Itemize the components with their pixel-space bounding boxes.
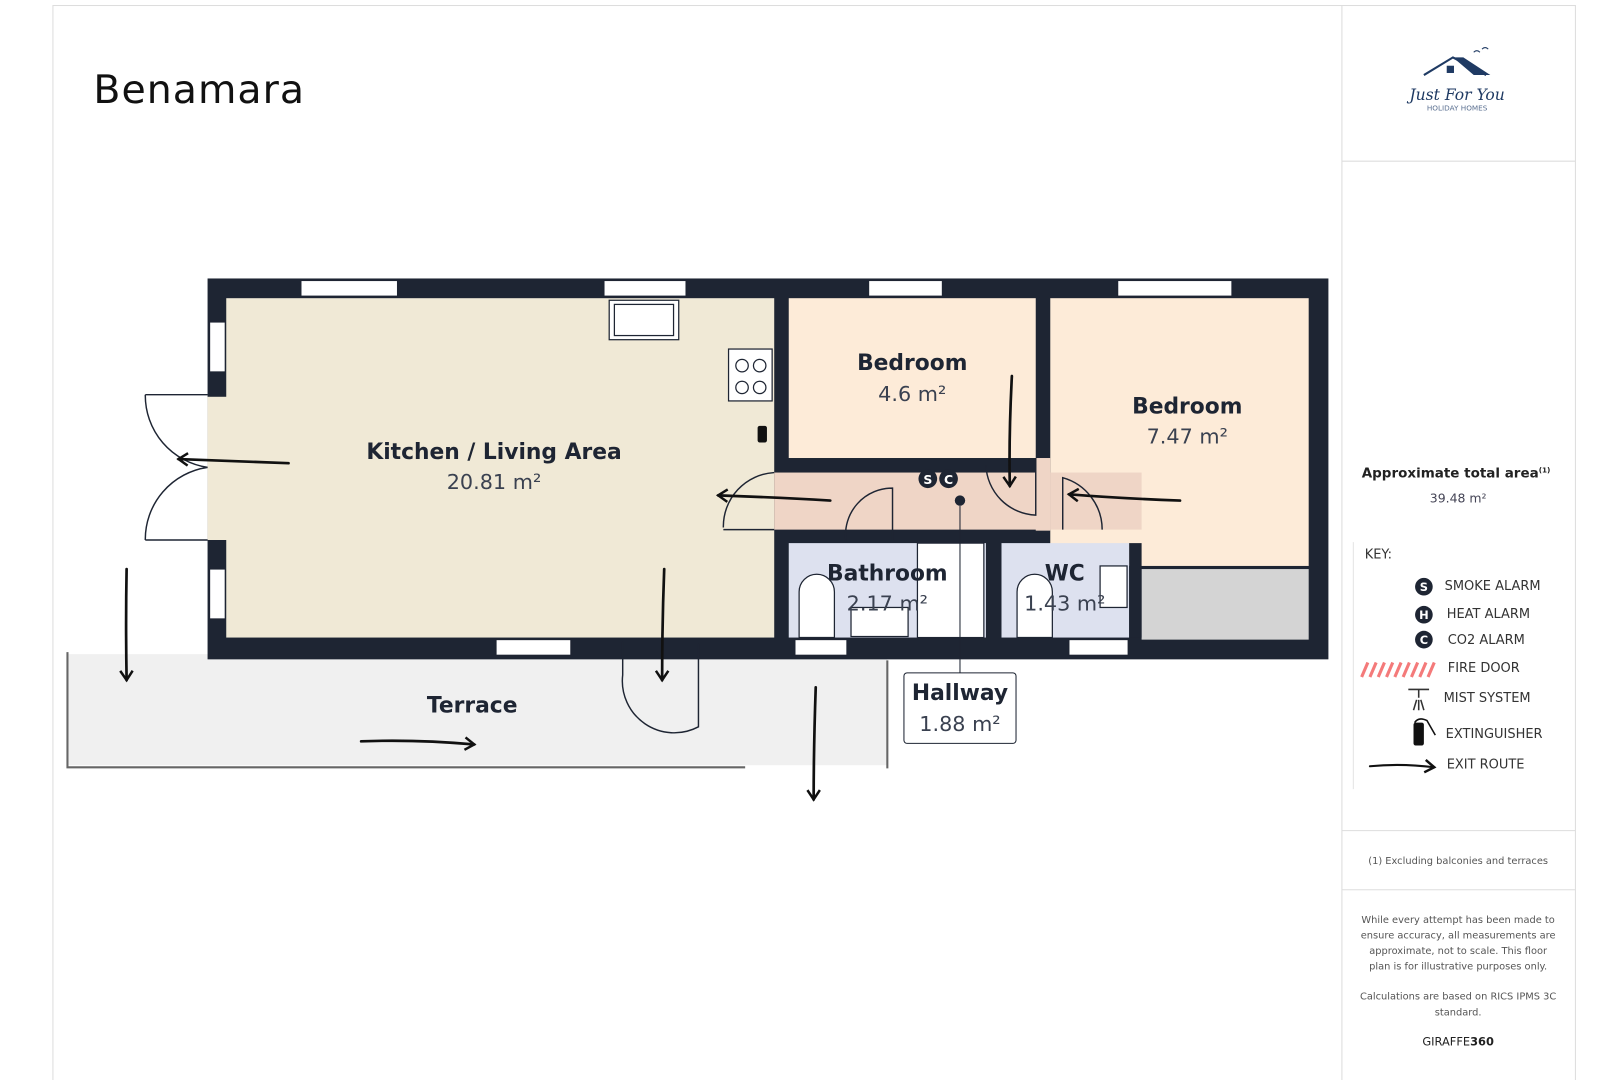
exit-routes [119, 374, 1182, 802]
room-bedroom-1 [788, 298, 1036, 459]
smoke-alarm-icon [918, 469, 938, 489]
svg-text:EXIT ROUTE: EXIT ROUTE [1447, 757, 1525, 772]
windows [209, 280, 1233, 656]
logo: Just For You HOLIDAY HOMES [1406, 47, 1505, 112]
mist-system-icon [1408, 688, 1430, 711]
co2-alarm-icon [939, 469, 958, 489]
extinguisher-icon [1413, 718, 1436, 746]
svg-text:Terrace: Terrace [427, 693, 518, 718]
svg-text:plan is for illustrative purpo: plan is for illustrative purposes only. [1369, 962, 1547, 973]
svg-text:4.6 m²: 4.6 m² [878, 382, 946, 406]
svg-text:Just For You: Just For You [1406, 86, 1504, 104]
svg-text:WC: WC [1045, 561, 1085, 586]
fixtures [608, 299, 1128, 639]
svg-text:FIRE DOOR: FIRE DOOR [1448, 661, 1520, 676]
room-labels: Kitchen / Living Area 20.81 m² Bedroom 4… [366, 351, 1242, 744]
alarms: S C [918, 469, 966, 673]
svg-text:ensure accuracy, all measureme: ensure accuracy, all measurements are [1361, 931, 1556, 942]
svg-text:SMOKE ALARM: SMOKE ALARM [1445, 579, 1541, 594]
svg-text:KEY:: KEY: [1365, 548, 1392, 563]
svg-text:S: S [1420, 580, 1428, 594]
room-kitchen [226, 298, 775, 638]
heat-alarm-icon [1415, 605, 1433, 624]
svg-text:standard.: standard. [1435, 1007, 1482, 1018]
extinguisher-icon [757, 425, 767, 443]
key-legend: KEY: S SMOKE ALARM H HEAT ALARM C CO2 AL… [1352, 542, 1543, 790]
brand-mark: GIRAFFE360 [1422, 1034, 1494, 1048]
svg-text:HEAT ALARM: HEAT ALARM [1447, 607, 1530, 622]
disclaimer: While every attempt has been made to ens… [1360, 915, 1556, 1018]
svg-text:Kitchen / Living Area: Kitchen / Living Area [366, 440, 621, 465]
svg-text:EXTINGUISHER: EXTINGUISHER [1446, 727, 1543, 742]
svg-text:2.17 m²: 2.17 m² [847, 592, 928, 616]
footnote: (1) Excluding balconies and terraces [1368, 856, 1548, 867]
svg-text:HOLIDAY HOMES: HOLIDAY HOMES [1427, 103, 1488, 112]
svg-text:Hallway: Hallway [912, 681, 1008, 706]
svg-text:S: S [923, 472, 932, 487]
co2-alarm-icon [1415, 630, 1433, 649]
svg-text:1.88 m²: 1.88 m² [919, 712, 1000, 736]
total-area-label: Approximate total area(1) [1362, 466, 1551, 482]
room-terrace [66, 652, 889, 769]
svg-text:H: H [1419, 608, 1429, 622]
plan-title: Benamara [93, 67, 305, 113]
smoke-alarm-icon [1415, 577, 1433, 596]
svg-text:Bathroom: Bathroom [827, 561, 948, 586]
fire-door-icon [1360, 661, 1436, 678]
svg-text:MIST SYSTEM: MIST SYSTEM [1444, 691, 1531, 706]
svg-text:approximate, not to scale. Thi: approximate, not to scale. This floor [1369, 946, 1548, 957]
svg-text:7.47 m²: 7.47 m² [1147, 424, 1228, 448]
exit-route-icon [1368, 759, 1437, 774]
svg-text:C: C [1420, 633, 1428, 647]
total-area-value: 39.48 m² [1430, 491, 1487, 506]
wardrobe [1141, 569, 1309, 640]
svg-text:1.43 m²: 1.43 m² [1024, 592, 1105, 616]
svg-text:Calculations are based on RICS: Calculations are based on RICS IPMS 3C [1360, 992, 1556, 1003]
svg-text:20.81 m²: 20.81 m² [447, 470, 542, 494]
svg-text:C: C [944, 472, 953, 487]
svg-text:CO2 ALARM: CO2 ALARM [1448, 633, 1525, 648]
svg-text:Bedroom: Bedroom [1132, 394, 1242, 419]
svg-text:Bedroom: Bedroom [857, 351, 967, 376]
svg-text:While every attempt has been m: While every attempt has been made to [1361, 915, 1554, 926]
